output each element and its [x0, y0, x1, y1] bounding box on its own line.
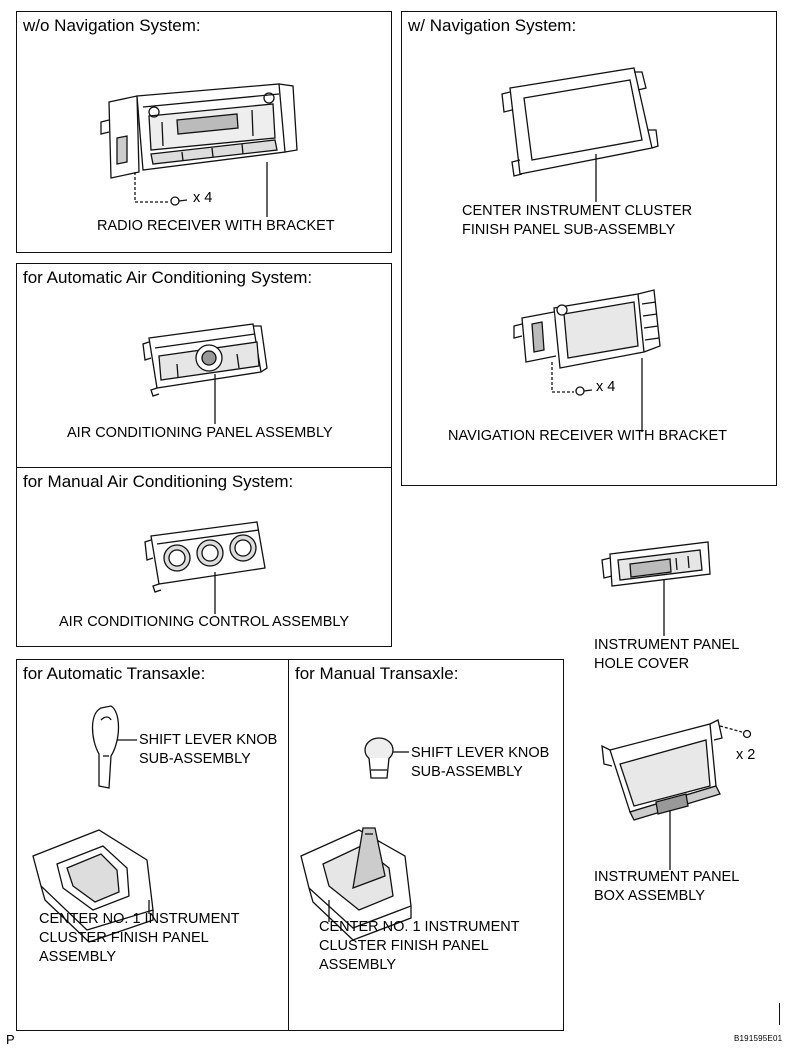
automatic-shift-parts-illustration: [32, 705, 154, 943]
section-title: w/ Navigation System:: [408, 16, 577, 35]
section-title: w/o Navigation System:: [23, 16, 201, 35]
panel-box-label-line-2: BOX ASSEMBLY: [594, 888, 705, 904]
radio-receiver-label: RADIO RECEIVER WITH BRACKET: [97, 218, 335, 234]
corner-letter: P: [6, 1032, 15, 1047]
mt-finish-panel-label-line-2: CLUSTER FINISH PANEL: [319, 938, 489, 954]
section-title: for Automatic Transaxle:: [23, 664, 206, 683]
mt-finish-panel-label-line-1: CENTER NO. 1 INSTRUMENT: [319, 919, 520, 935]
section-title: for Manual Transaxle:: [295, 664, 459, 683]
section-title: for Automatic Air Conditioning System:: [23, 268, 313, 287]
mt-shift-knob-label-line-2: SUB-ASSEMBLY: [411, 764, 523, 780]
at-finish-panel-label-line-1: CENTER NO. 1 INSTRUMENT: [39, 911, 240, 927]
ac-control-label: AIR CONDITIONING CONTROL ASSEMBLY: [59, 614, 350, 630]
radio-receiver-illustration: [100, 83, 298, 217]
section-manual-ac: for Manual Air Conditioning System: AIR …: [16, 467, 392, 647]
mt-finish-panel-label: CENTER NO. 1 INSTRUMENT CLUSTER FINISH P…: [319, 918, 520, 975]
hole-cover-label-line-1: INSTRUMENT PANEL: [594, 637, 740, 653]
section-manual-transaxle: for Manual Transaxle: SHIFT LEVER KNOB S…: [288, 659, 564, 1031]
hole-cover-label: INSTRUMENT PANEL HOLE COVER: [594, 636, 739, 674]
center-panel-label: CENTER INSTRUMENT CLUSTER FINISH PANEL S…: [462, 202, 692, 240]
hole-cover-illustration: [601, 541, 711, 636]
navigation-receiver-label: NAVIGATION RECEIVER WITH BRACKET: [448, 428, 728, 444]
figure-code: B191595E01: [734, 1034, 783, 1043]
mt-shift-knob-label: SHIFT LEVER KNOB SUB-ASSEMBLY: [411, 744, 549, 782]
panel-box-label: INSTRUMENT PANEL BOX ASSEMBLY: [594, 868, 739, 906]
manual-shift-parts-illustration: [300, 737, 412, 941]
at-shift-knob-label: SHIFT LEVER KNOB SUB-ASSEMBLY: [139, 731, 277, 769]
section-wo-navigation: w/o Navigation System:: [16, 11, 392, 253]
at-finish-panel-label-line-3: ASSEMBLY: [39, 949, 117, 965]
screw-count-label: x 2: [736, 747, 756, 763]
margin-tick: [779, 1003, 780, 1025]
mt-finish-panel-label-line-3: ASSEMBLY: [319, 957, 397, 973]
navigation-parts-illustration: [501, 67, 661, 432]
screw-count-label: x 4: [596, 379, 616, 395]
screw-count-label: x 4: [193, 190, 213, 206]
center-panel-label-line-2: FINISH PANEL SUB-ASSEMBLY: [462, 222, 676, 238]
at-shift-knob-label-line-2: SUB-ASSEMBLY: [139, 751, 251, 767]
ac-panel-illustration: [142, 323, 268, 424]
hole-cover-label-line-2: HOLE COVER: [594, 656, 690, 672]
ac-panel-label: AIR CONDITIONING PANEL ASSEMBLY: [67, 425, 333, 441]
panel-box-label-line-1: INSTRUMENT PANEL: [594, 869, 740, 885]
section-title: for Manual Air Conditioning System:: [23, 472, 294, 491]
panel-box-illustration: [601, 719, 752, 870]
section-automatic-ac: for Automatic Air Conditioning System: A…: [16, 263, 392, 469]
mt-shift-knob-label-line-1: SHIFT LEVER KNOB: [411, 745, 550, 761]
center-panel-label-line-1: CENTER INSTRUMENT CLUSTER: [462, 203, 693, 219]
section-automatic-transaxle: for Automatic Transaxle: SHIFT LEVER KNO…: [16, 659, 290, 1031]
at-finish-panel-label: CENTER NO. 1 INSTRUMENT CLUSTER FINISH P…: [39, 910, 240, 967]
ac-control-illustration: [144, 521, 266, 614]
section-with-navigation: w/ Navigation System:: [401, 11, 777, 486]
at-shift-knob-label-line-1: SHIFT LEVER KNOB: [139, 732, 278, 748]
at-finish-panel-label-line-2: CLUSTER FINISH PANEL: [39, 930, 209, 946]
